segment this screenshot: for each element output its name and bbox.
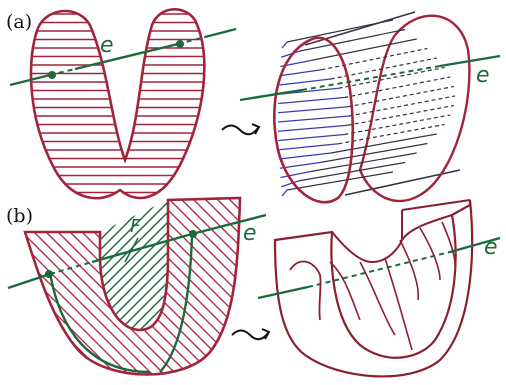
front-rim <box>274 38 352 202</box>
hatch-line-blue <box>279 79 331 85</box>
hatch-line-blue <box>278 98 344 104</box>
intersection-point-left <box>48 71 56 79</box>
region-f-label: F <box>130 216 141 237</box>
hatch-line-dark <box>299 163 405 181</box>
hatch-line-dark <box>349 96 455 116</box>
rim-top-right <box>402 200 470 210</box>
hatch-line-blue <box>278 125 348 131</box>
u-surface-a-outline <box>31 9 204 198</box>
hatch-line-blue <box>282 42 287 48</box>
line-e-label-b-right: e <box>484 235 498 260</box>
hatch-line-blue <box>278 107 348 113</box>
back-rim <box>360 16 469 201</box>
fold-line-4 <box>400 240 418 300</box>
horizontal-hatching-a <box>20 14 215 201</box>
hatch-line-dark <box>311 39 417 61</box>
hatch-line-dark <box>344 115 450 135</box>
fold-line-5 <box>420 228 440 280</box>
intersection-point-b-left <box>45 270 53 278</box>
cylinder-hatching <box>278 20 455 196</box>
hatch-line-blue <box>279 144 339 150</box>
line-e-label-a: e <box>100 33 114 58</box>
hatch-line <box>172 190 372 385</box>
panel-b-label: (b) <box>6 205 33 227</box>
hatch-line <box>292 190 492 385</box>
hatch-line-green <box>150 190 300 340</box>
cylinder-surface-a: e <box>240 12 500 202</box>
intersection-point-right <box>176 40 184 48</box>
transform-arrow-a <box>222 126 258 135</box>
fold-line-3 <box>385 258 412 350</box>
hatch-line-blue <box>280 70 322 76</box>
line-e-label-b: e <box>243 221 257 246</box>
panel-a-label: (a) <box>6 11 32 33</box>
hatch-line-blue <box>279 153 331 159</box>
intersection-point-b-right <box>189 230 197 238</box>
line-e-label-a-right: e <box>476 63 490 88</box>
hatch-line <box>196 190 396 385</box>
hatch-line-green <box>170 190 320 340</box>
deformed-surface-b: e <box>258 200 500 376</box>
hatch-line-dark <box>348 106 454 126</box>
hatch-line-dark <box>331 134 437 153</box>
hatch-line-dark <box>321 144 427 163</box>
hatch-line-dark <box>348 87 454 107</box>
hatch-line-blue <box>278 116 349 122</box>
panel-a: (a) e <box>6 9 500 202</box>
transform-arrow-b <box>232 331 268 340</box>
hatch-line-dark <box>339 125 445 144</box>
hatch-line-blue <box>282 190 287 196</box>
hatch-line <box>184 190 384 385</box>
hatch-line-dark <box>287 20 393 42</box>
hatch-line <box>256 190 456 385</box>
u-surface-a <box>20 9 215 201</box>
hatch-line-blue <box>280 162 322 168</box>
hatch-line-blue <box>278 135 344 141</box>
hatch-line <box>160 190 360 385</box>
hatch-line-dark <box>344 77 450 98</box>
panel-b: (b) F e <box>0 190 500 385</box>
hatch-line-dark <box>339 68 445 89</box>
